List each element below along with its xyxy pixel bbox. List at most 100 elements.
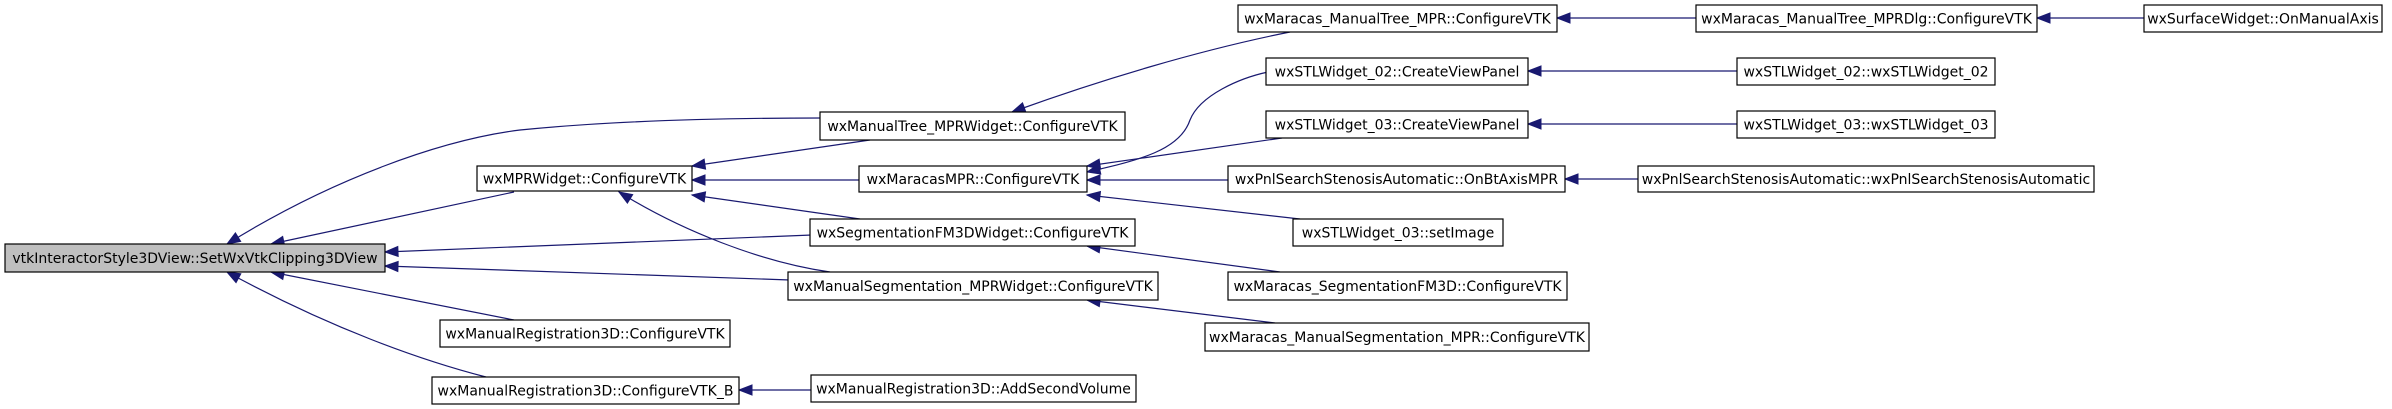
edge-mprw-to-segfm <box>690 191 861 220</box>
node-label: wxPnlSearchStenosisAutomatic::wxPnlSearc… <box>1642 172 2090 188</box>
node-label: wxPnlSearchStenosisAutomatic::OnBtAxisMP… <box>1235 172 1558 188</box>
node-label: wxManualSegmentation_MPRWidget::Configur… <box>793 279 1153 295</box>
edge-arrowhead <box>617 191 634 204</box>
edge-arrowhead <box>1555 12 1571 24</box>
edge-stl03cv-to-stl03ctor <box>1526 118 1737 130</box>
edge-line <box>270 271 515 321</box>
edge-arrowhead <box>1526 118 1542 130</box>
node-box[interactable] <box>1292 218 1504 247</box>
node-box[interactable] <box>4 243 386 273</box>
edge-arrowhead <box>737 384 753 396</box>
edge-mmtreedlg-to-surf <box>2035 12 2144 24</box>
node-addsv[interactable]: wxManualRegistration3D::AddSecondVolume <box>810 374 1137 403</box>
node-label: wxManualRegistration3D::AddSecondVolume <box>816 382 1131 398</box>
edge-root-to-mprw <box>269 191 515 247</box>
node-label: wxManualRegistration3D::ConfigureVTK_B <box>438 384 734 400</box>
edge-line <box>1086 245 1281 273</box>
node-label: wxMaracas_ManualTree_MPRDlg::ConfigureVT… <box>1701 12 2033 28</box>
nodes-layer: vtkInteractorStyle3DView::SetWxVtkClippi… <box>4 4 2383 405</box>
node-stl02cv[interactable]: wxSTLWidget_02::CreateViewPanel <box>1265 57 1529 86</box>
node-pnlbt[interactable]: wxPnlSearchStenosisAutomatic::OnBtAxisMP… <box>1227 165 1566 193</box>
node-box[interactable] <box>476 165 693 192</box>
edge-mprw-to-mmpr <box>690 174 859 186</box>
edge-mmpr-to-stl03si <box>1085 190 1301 220</box>
node-box[interactable] <box>858 165 1088 193</box>
edge-arrowhead <box>2035 12 2051 24</box>
node-label: wxMaracasMPR::ConfigureVTK <box>867 172 1081 188</box>
node-stl03cv[interactable]: wxSTLWidget_03::CreateViewPanel <box>1265 110 1529 139</box>
node-box[interactable] <box>1237 4 1558 33</box>
node-box[interactable] <box>1265 110 1529 139</box>
edge-line <box>226 271 487 378</box>
edge-mmtree-to-mmtreedlg <box>1555 12 1696 24</box>
node-stl03ctor[interactable]: wxSTLWidget_03::wxSTLWidget_03 <box>1736 110 1996 139</box>
node-mmseg[interactable]: wxMaracas_ManualSegmentation_MPR::Config… <box>1204 322 1590 352</box>
edge-line <box>384 234 813 253</box>
node-mregb[interactable]: wxManualRegistration3D::ConfigureVTK_B <box>431 376 740 405</box>
node-label: wxSTLWidget_03::setImage <box>1302 226 1494 242</box>
node-box[interactable] <box>1227 165 1566 193</box>
node-label: wxSurfaceWidget::OnManualAxis <box>2147 12 2379 28</box>
edge-mprw-to-mseg <box>617 191 831 273</box>
node-mmpr[interactable]: wxMaracasMPR::ConfigureVTK <box>858 165 1088 193</box>
edge-mmpr-to-stl03cv <box>1085 137 1283 170</box>
edge-line <box>1086 71 1269 173</box>
node-box[interactable] <box>810 374 1137 403</box>
node-label: vtkInteractorStyle3DView::SetWxVtkClippi… <box>12 251 377 267</box>
node-box[interactable] <box>1695 4 2038 33</box>
edge-line <box>1086 299 1276 324</box>
node-stl02ctor[interactable]: wxSTLWidget_02::wxSTLWidget_02 <box>1736 57 1996 86</box>
node-box[interactable] <box>1227 271 1568 301</box>
edge-arrowhead <box>690 191 707 203</box>
node-label: wxMaracas_ManualSegmentation_MPR::Config… <box>1209 330 1586 346</box>
edge-arrowhead <box>1010 102 1027 113</box>
edge-line <box>1086 194 1301 220</box>
node-label: wxSTLWidget_02::wxSTLWidget_02 <box>1743 65 1988 81</box>
edge-line <box>1086 137 1283 167</box>
node-root[interactable]: vtkInteractorStyle3DView::SetWxVtkClippi… <box>4 243 386 273</box>
node-box[interactable] <box>1204 322 1590 352</box>
edges-layer <box>225 12 2144 396</box>
node-box[interactable] <box>1736 110 1996 139</box>
node-box[interactable] <box>1736 57 1996 86</box>
edge-mtree-to-mmtree <box>1010 31 1291 113</box>
edge-pnlbt-to-pnlctor <box>1563 173 1638 185</box>
edge-arrowhead <box>383 245 399 258</box>
node-box[interactable] <box>439 319 731 348</box>
edge-line <box>384 265 791 281</box>
node-msegfm[interactable]: wxMaracas_SegmentationFM3D::ConfigureVTK <box>1227 271 1568 301</box>
node-label: wxManualRegistration3D::ConfigureVTK <box>445 327 725 343</box>
node-label: wxMaracas_SegmentationFM3D::ConfigureVTK <box>1233 279 1562 295</box>
node-mprw[interactable]: wxMPRWidget::ConfigureVTK <box>476 165 693 192</box>
node-box[interactable] <box>809 218 1136 247</box>
node-box[interactable] <box>787 271 1159 301</box>
node-mmtreedlg[interactable]: wxMaracas_ManualTree_MPRDlg::ConfigureVT… <box>1695 4 2038 33</box>
edge-mregb-to-addsv <box>737 384 811 396</box>
node-mseg[interactable]: wxManualSegmentation_MPRWidget::Configur… <box>787 271 1159 301</box>
edge-root-to-segfm <box>383 234 813 258</box>
edge-mprw-to-mtree <box>690 139 871 170</box>
edge-arrowhead <box>383 260 399 273</box>
node-mmtree[interactable]: wxMaracas_ManualTree_MPR::ConfigureVTK <box>1237 4 1558 33</box>
node-box[interactable] <box>819 111 1126 141</box>
edge-stl02cv-to-stl02ctor <box>1526 65 1737 77</box>
edge-arrowhead <box>1085 190 1102 203</box>
edge-line <box>618 191 831 273</box>
node-box[interactable] <box>431 376 740 405</box>
node-mreg[interactable]: wxManualRegistration3D::ConfigureVTK <box>439 319 731 348</box>
node-pnlctor[interactable]: wxPnlSearchStenosisAutomatic::wxPnlSearc… <box>1637 165 2095 193</box>
node-segfm[interactable]: wxSegmentationFM3DWidget::ConfigureVTK <box>809 218 1136 247</box>
node-stl03si[interactable]: wxSTLWidget_03::setImage <box>1292 218 1504 247</box>
node-label: wxSegmentationFM3DWidget::ConfigureVTK <box>817 226 1130 242</box>
node-label: wxSTLWidget_02::CreateViewPanel <box>1275 65 1520 81</box>
node-box[interactable] <box>2143 4 2383 33</box>
edge-line <box>226 117 823 245</box>
node-surf[interactable]: wxSurfaceWidget::OnManualAxis <box>2143 4 2383 33</box>
node-label: wxSTLWidget_03::wxSTLWidget_03 <box>1743 118 1988 134</box>
node-box[interactable] <box>1265 57 1529 86</box>
node-box[interactable] <box>1637 165 2095 193</box>
node-mtree[interactable]: wxManualTree_MPRWidget::ConfigureVTK <box>819 111 1126 141</box>
edge-arrowhead <box>690 174 706 186</box>
edge-arrowhead <box>1085 174 1101 186</box>
